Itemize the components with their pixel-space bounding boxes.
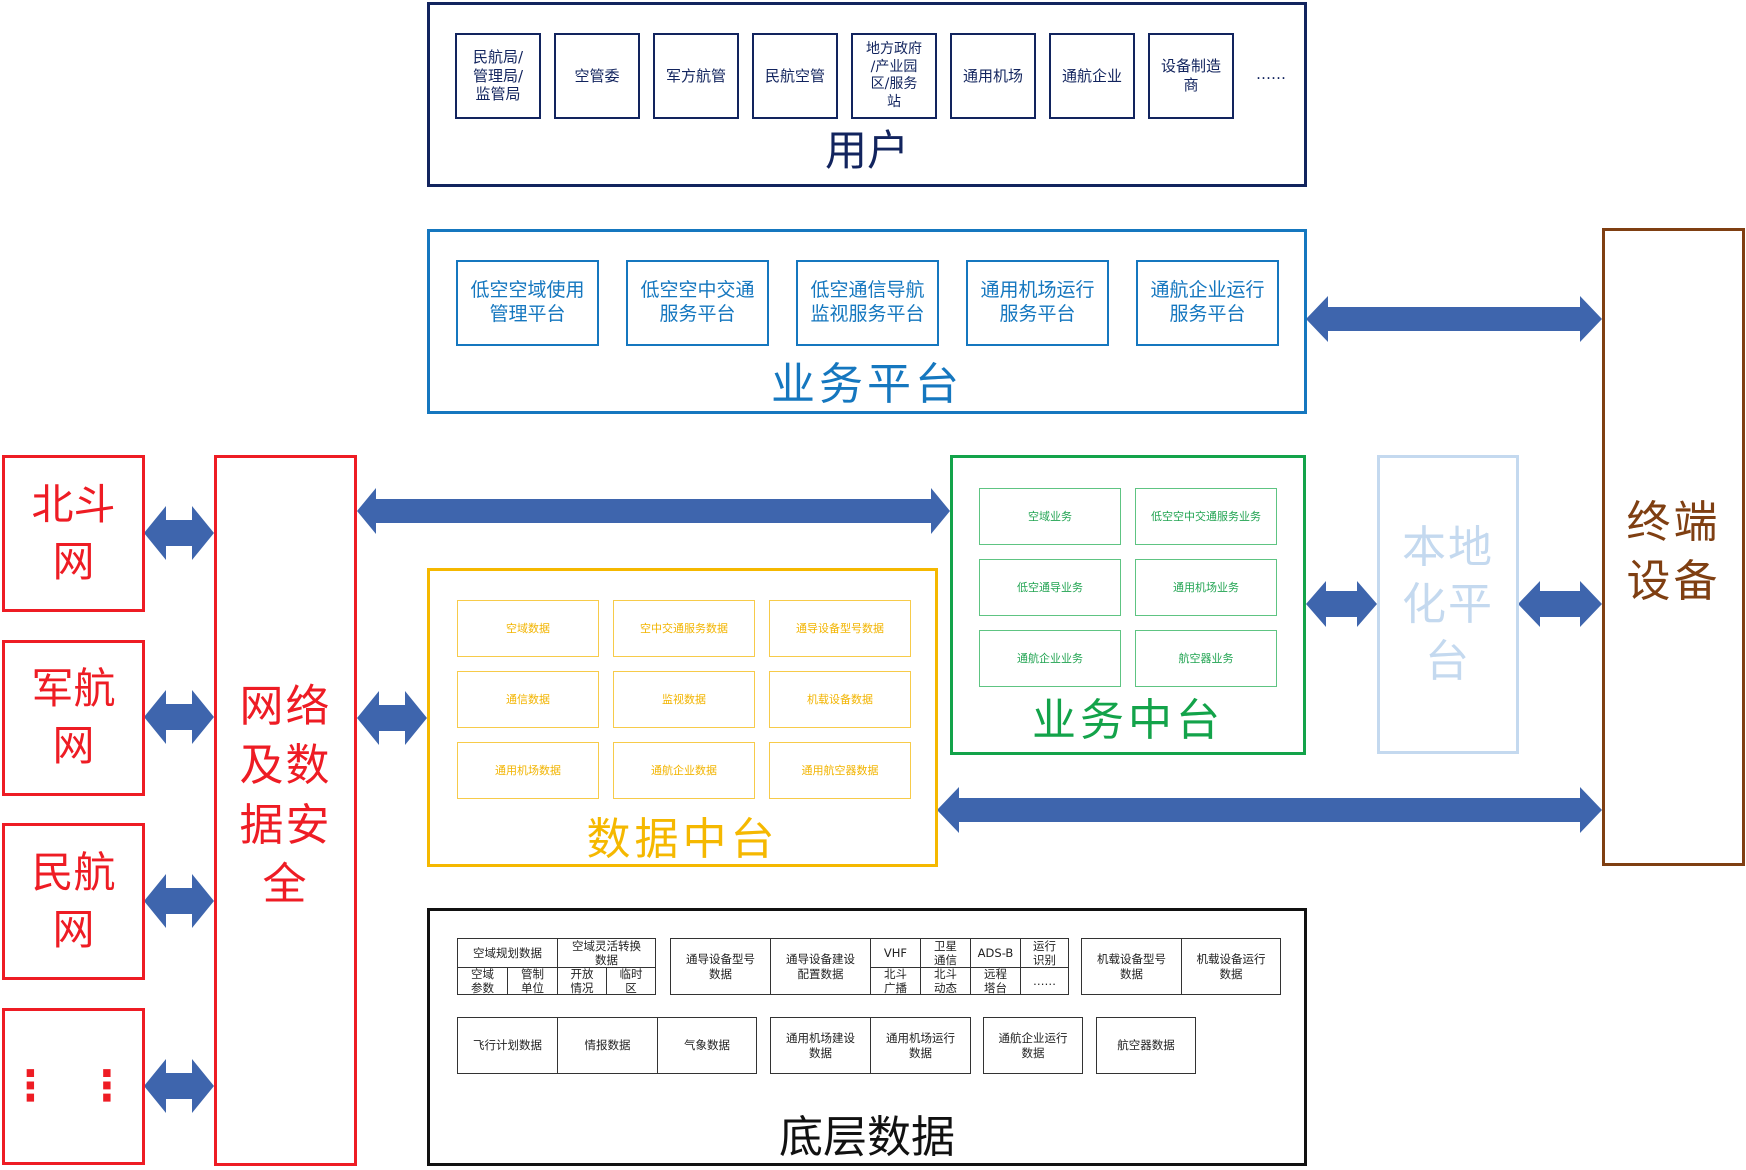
airport-operation-data[interactable]: 通用机场运行 数据 <box>870 1018 970 1073</box>
local-platform[interactable]: 本地 化平 台 <box>1377 455 1519 754</box>
platform-ga-enterprise-operation[interactable]: 通航企业运行 服务平台 <box>1136 260 1279 346</box>
data-ga-enterprise[interactable]: 通航企业数据 <box>613 742 755 799</box>
user-local-government[interactable]: 地方政府 /产业园 区/服务 站 <box>851 33 937 119</box>
cns-vhf[interactable]: VHF <box>870 939 920 967</box>
data-middle-title: 数据中台 <box>586 814 779 865</box>
base-data-layer: 空域规划数据 空域灵活转换 数据 空域 参数 管制 单位 开放 情况 临时 区 … <box>427 908 1307 1166</box>
airspace-temporary-zone[interactable]: 临时 区 <box>606 967 655 995</box>
network-beidou[interactable]: 北斗 网 <box>2 455 145 612</box>
cns-beidou-dynamic[interactable]: 北斗 动态 <box>920 967 970 995</box>
arrow-military-security <box>144 690 214 744</box>
airspace-params[interactable]: 空域 参数 <box>458 967 507 995</box>
biz-ga-enterprise[interactable]: 通航企业业务 <box>979 630 1121 687</box>
cns-adsb[interactable]: ADS-B <box>970 939 1020 967</box>
data-air-traffic-service[interactable]: 空中交通服务数据 <box>613 600 755 657</box>
airspace-control-unit[interactable]: 管制 单位 <box>507 967 557 995</box>
data-cns-equipment-model[interactable]: 通导设备型号数据 <box>769 600 911 657</box>
user-civil-atc[interactable]: 民航空管 <box>752 33 838 119</box>
platform-airport-operation[interactable]: 通用机场运行 服务平台 <box>966 260 1109 346</box>
ga-enterprise-operation-data[interactable]: 通航企业运行 数据 <box>983 1017 1083 1074</box>
flight-plan-data[interactable]: 飞行计划数据 <box>473 1038 542 1053</box>
platform-cns-service[interactable]: 低空通信导航 监视服务平台 <box>796 260 939 346</box>
airborne-data-table: 机载设备型号 数据 机载设备运行 数据 <box>1081 938 1281 995</box>
user-ga-enterprise[interactable]: 通航企业 <box>1049 33 1135 119</box>
data-communication[interactable]: 通信数据 <box>457 671 599 728</box>
terminal-device[interactable]: 终端 设备 <box>1602 228 1745 866</box>
arrow-bizmiddle-local <box>1306 581 1377 627</box>
airspace-data-table: 空域规划数据 空域灵活转换 数据 空域 参数 管制 单位 开放 情况 临时 区 <box>457 938 656 995</box>
cns-more-ellipsis: …… <box>1020 967 1068 994</box>
platform-air-traffic-service[interactable]: 低空空中交通 服务平台 <box>626 260 769 346</box>
cns-operation-id[interactable]: 运行 识别 <box>1020 939 1068 967</box>
user-equipment-maker[interactable]: 设备制造 商 <box>1148 33 1234 119</box>
users-more-ellipsis: …… <box>1256 65 1286 83</box>
arrow-civil-security <box>144 874 214 928</box>
data-surveillance[interactable]: 监视数据 <box>613 671 755 728</box>
airspace-flexible-data[interactable]: 空域灵活转换 数据 <box>557 939 655 967</box>
arrow-local-terminal <box>1518 581 1602 627</box>
biz-airspace[interactable]: 空域业务 <box>979 488 1121 545</box>
network-civil[interactable]: 民航 网 <box>2 823 145 980</box>
data-middle-layer: 空域数据 空中交通服务数据 通导设备型号数据 通信数据 监视数据 机载设备数据 … <box>427 568 938 867</box>
cns-data-table: 通导设备型号 数据 通导设备建设 配置数据 VHF 卫星 通信 ADS-B 运行… <box>670 938 1069 995</box>
arrow-more-security <box>144 1059 214 1113</box>
flight-info-data-table: 飞行计划数据 情报数据 气象数据 <box>457 1017 757 1074</box>
data-general-aircraft[interactable]: 通用航空器数据 <box>769 742 911 799</box>
user-general-airport[interactable]: 通用机场 <box>950 33 1036 119</box>
data-general-airport[interactable]: 通用机场数据 <box>457 742 599 799</box>
airspace-planning-data[interactable]: 空域规划数据 <box>473 945 542 960</box>
data-airspace[interactable]: 空域数据 <box>457 600 599 657</box>
airport-data-table: 通用机场建设 数据 通用机场运行 数据 <box>770 1017 971 1074</box>
users-title: 用户 <box>824 126 909 175</box>
airborne-equipment-operation-data[interactable]: 机载设备运行 数据 <box>1181 939 1280 994</box>
biz-air-traffic-service[interactable]: 低空空中交通服务业务 <box>1135 488 1277 545</box>
network-military[interactable]: 军航 网 <box>2 640 145 796</box>
data-airborne-equipment[interactable]: 机载设备数据 <box>769 671 911 728</box>
biz-cns[interactable]: 低空通导业务 <box>979 559 1121 616</box>
airspace-open-status[interactable]: 开放 情况 <box>557 967 606 995</box>
arrow-security-bizmiddle <box>357 488 950 534</box>
biz-aircraft[interactable]: 航空器业务 <box>1135 630 1277 687</box>
network-more-ellipsis[interactable]: ⋮ ⋮ <box>2 1008 145 1165</box>
arrow-bizplatform-terminal <box>1306 296 1602 342</box>
cns-remote-tower[interactable]: 远程 塔台 <box>970 967 1020 995</box>
user-caac[interactable]: 民航局/ 管理局/ 监管局 <box>455 33 541 119</box>
cns-beidou-broadcast[interactable]: 北斗 广播 <box>870 967 920 995</box>
network-data-security[interactable]: 网络 及数 据安 全 <box>214 455 357 1166</box>
airport-construction-data[interactable]: 通用机场建设 数据 <box>786 1031 855 1060</box>
user-airspace-committee[interactable]: 空管委 <box>554 33 640 119</box>
biz-general-airport[interactable]: 通用机场业务 <box>1135 559 1277 616</box>
base-data-title: 底层数据 <box>779 1112 955 1163</box>
intelligence-data[interactable]: 情报数据 <box>557 1018 657 1073</box>
business-platform-layer: 低空空域使用 管理平台 低空空中交通 服务平台 低空通信导航 监视服务平台 通用… <box>427 229 1307 414</box>
meteorology-data[interactable]: 气象数据 <box>657 1018 756 1073</box>
business-middle-title: 业务中台 <box>1032 695 1224 746</box>
arrow-beidou-security <box>144 506 214 560</box>
users-layer: 民航局/ 管理局/ 监管局 空管委 军方航管 民航空管 地方政府 /产业园 区/… <box>427 2 1307 187</box>
platform-airspace-management[interactable]: 低空空域使用 管理平台 <box>456 260 599 346</box>
aircraft-data[interactable]: 航空器数据 <box>1096 1017 1196 1074</box>
cns-equipment-model-data[interactable]: 通导设备型号 数据 <box>686 952 755 981</box>
user-military-atc[interactable]: 军方航管 <box>653 33 739 119</box>
cns-equipment-config-data[interactable]: 通导设备建设 配置数据 <box>770 939 870 994</box>
arrow-datamiddle-terminal <box>937 787 1602 833</box>
airborne-equipment-model-data[interactable]: 机载设备型号 数据 <box>1097 952 1166 981</box>
business-platform-title: 业务平台 <box>771 359 963 410</box>
arrow-security-datamiddle <box>357 691 427 745</box>
business-middle-layer: 空域业务 低空空中交通服务业务 低空通导业务 通用机场业务 通航企业业务 航空器… <box>950 455 1306 755</box>
cns-satcom[interactable]: 卫星 通信 <box>920 939 970 967</box>
